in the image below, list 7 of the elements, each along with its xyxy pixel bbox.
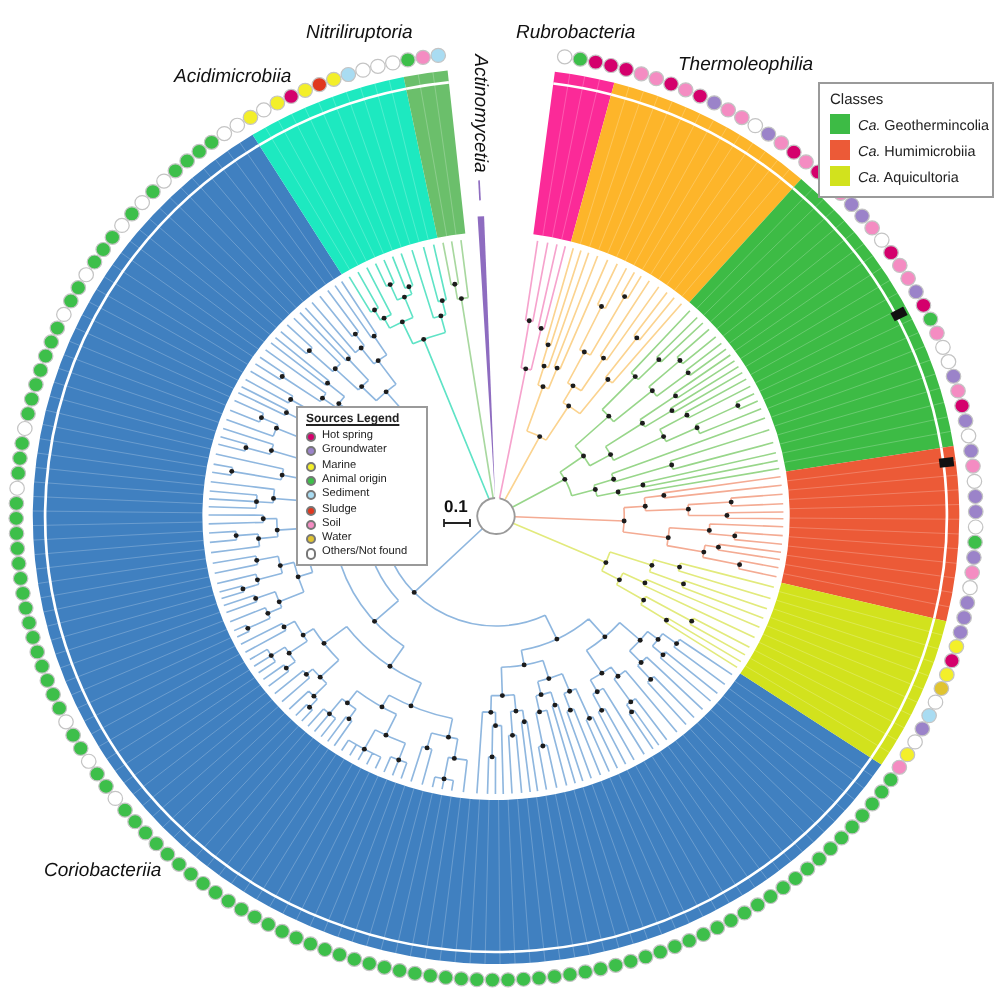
- class-label: Actinomycetia: [468, 54, 488, 173]
- class-label: Rubrobacteria: [516, 24, 636, 43]
- scale-label: 0.1: [444, 498, 468, 515]
- class-label: Coriobacteriia: [44, 862, 162, 881]
- class-label: Thermoleophilia: [678, 56, 814, 75]
- class-label: Acidimicrobiia: [174, 68, 292, 87]
- class-label: Nitriliruptoria: [306, 24, 413, 43]
